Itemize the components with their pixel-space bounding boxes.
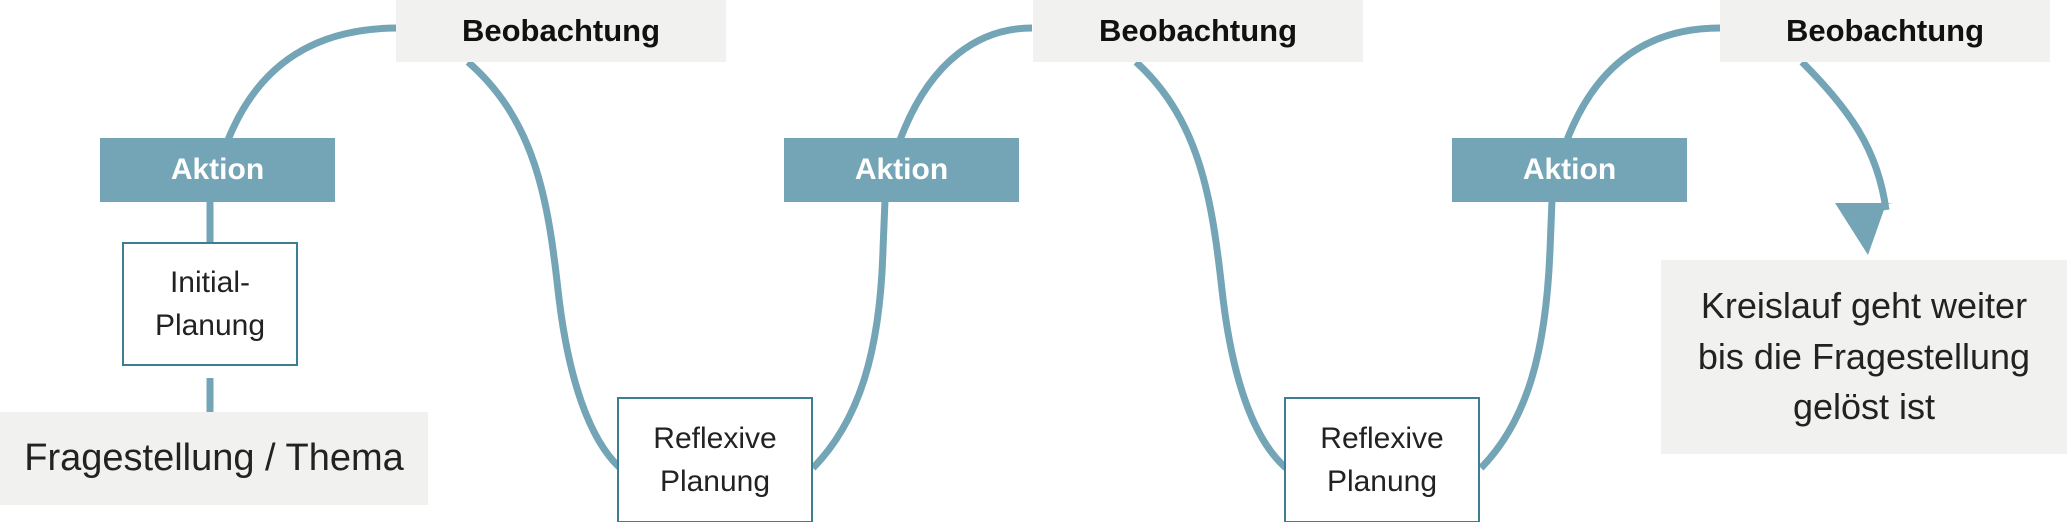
beobachtung-box-2: Beobachtung: [1033, 0, 1363, 62]
connector-reflexive-2-to-aktion-3: [1478, 199, 1556, 471]
reflexive-planning-box-2: Reflexive Planung: [1284, 397, 1480, 522]
connector-aktion-2-to-beobachtung-2: [896, 24, 1033, 142]
connector-aktion-1-to-beobachtung-1: [224, 24, 399, 142]
aktion-box-1: Aktion: [100, 138, 335, 202]
continuation-arrowhead: [1835, 203, 1893, 255]
beobachtung-box-1: Beobachtung: [396, 0, 726, 62]
connector-beobachtung-1-to-reflexive-1: [465, 59, 623, 471]
beobachtung-box-3: Beobachtung: [1720, 0, 2050, 62]
connector-beobachtung-2-to-reflexive-2: [1133, 59, 1289, 471]
connector-reflexive-1-to-aktion-2: [810, 199, 889, 471]
initial-planning-box: Initial- Planung: [122, 242, 298, 366]
aktion-box-3: Aktion: [1452, 138, 1687, 202]
connector-aktion-3-to-beobachtung-3: [1563, 24, 1721, 142]
cycle-continues-note: Kreislauf geht weiter bis die Fragestell…: [1661, 260, 2067, 454]
reflexive-planning-box-1: Reflexive Planung: [617, 397, 813, 522]
connector-beobachtung-3-to-end: [1799, 59, 1890, 211]
start-topic-label: Fragestellung / Thema: [0, 412, 428, 505]
aktion-box-2: Aktion: [784, 138, 1019, 202]
